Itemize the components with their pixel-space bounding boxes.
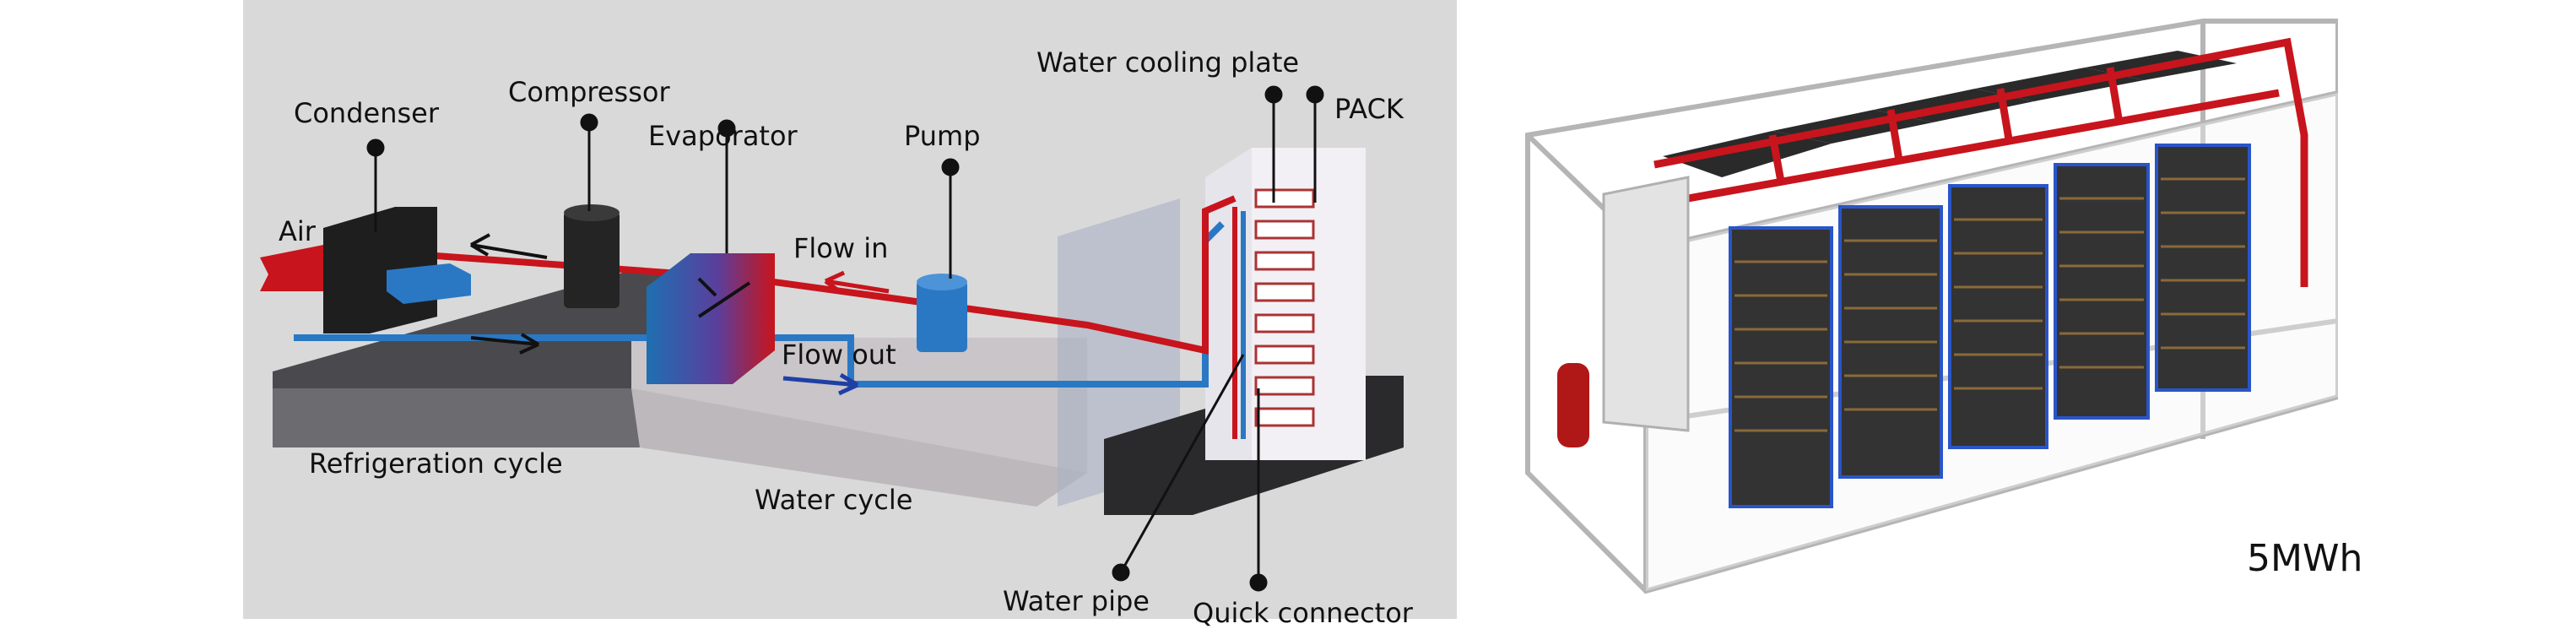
air-outlet xyxy=(260,245,323,291)
flow-arrows xyxy=(469,233,751,355)
leader-lines xyxy=(366,85,1324,592)
refrigeration-cycle-label: Refrigeration cycle xyxy=(309,447,563,480)
evaporator-unit xyxy=(647,253,775,384)
cooling-system-diagram: Condenser Compressor Evaporator Pump Wat… xyxy=(243,0,1457,626)
pump-unit xyxy=(917,280,967,352)
capacity-label: 5MWh xyxy=(2247,537,2363,580)
pump-top xyxy=(917,274,967,290)
fire-extinguisher xyxy=(1557,363,1589,447)
top-red-pipes xyxy=(1653,37,2308,287)
condenser-label: Condenser xyxy=(294,97,439,129)
container-drawing xyxy=(1525,19,2338,594)
refrigeration-platform-edge xyxy=(273,388,640,447)
compressor-label: Compressor xyxy=(508,76,670,108)
pcs-cabinet xyxy=(1602,176,1690,432)
compressor-top xyxy=(564,204,620,221)
water-cycle-label: Water cycle xyxy=(755,484,913,516)
water-pipe-label: Water pipe xyxy=(1003,585,1150,617)
cooling-system-drawing xyxy=(260,85,1404,592)
flow-in-arrow xyxy=(824,270,890,295)
container-battery-diagram: 5MWh xyxy=(1494,0,2362,619)
water-cooling-plate-label: Water cooling plate xyxy=(1036,46,1300,79)
flow-out-label: Flow out xyxy=(782,339,896,371)
evaporator-label: Evaporator xyxy=(648,120,798,152)
rack-shelves xyxy=(1254,188,1315,427)
pack-label: PACK xyxy=(1334,93,1404,125)
quick-connector-label: Quick connector xyxy=(1193,597,1413,629)
module-stripes xyxy=(1734,177,2245,432)
flow-out-arrow xyxy=(782,372,859,396)
expansion-valve xyxy=(387,263,471,304)
air-label: Air xyxy=(279,215,316,247)
pump-label: Pump xyxy=(904,120,981,152)
flow-in-label: Flow in xyxy=(793,232,889,264)
compressor-unit xyxy=(564,211,620,308)
